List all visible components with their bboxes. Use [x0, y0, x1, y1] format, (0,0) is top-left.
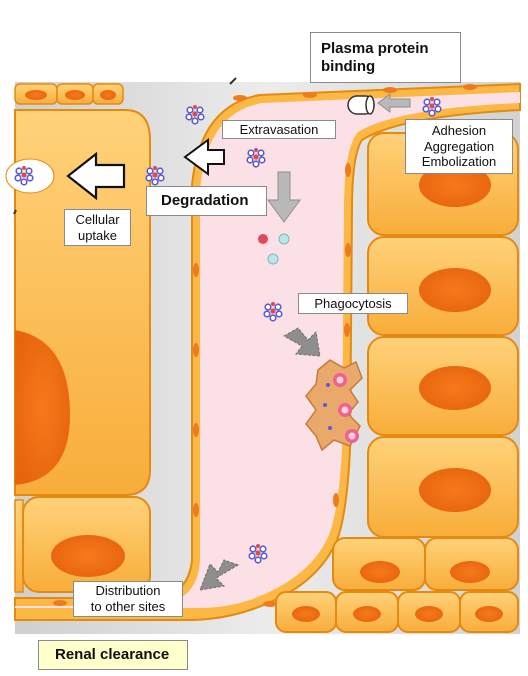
- arrow-phagocytosis: [282, 327, 321, 357]
- macrophage-cluster: [305, 359, 363, 452]
- label-plasma-protein-binding: Plasma protein binding: [310, 32, 461, 83]
- arrow-plasma-binding: [377, 93, 411, 113]
- arrow-degradation: [267, 171, 301, 223]
- label-adhesion-aggregation-embolization: Adhesion Aggregation Embolization: [405, 119, 513, 174]
- label-cellular-uptake: Cellular uptake: [64, 209, 131, 246]
- adhesion-capsule: [347, 95, 375, 115]
- tissue-cell-large: [5, 109, 151, 496]
- label-degradation: Degradation: [146, 186, 267, 216]
- lower-left-cells: [14, 496, 151, 593]
- arrow-cellular-uptake: [66, 151, 126, 201]
- arrow-extravasation: [183, 138, 225, 176]
- right-tissue-cells: [275, 132, 519, 633]
- label-distribution: Distribution to other sites: [73, 581, 183, 617]
- label-renal-clearance: Renal clearance: [38, 640, 188, 670]
- label-phagocytosis: Phagocytosis: [298, 293, 408, 314]
- label-extravasation: Extravasation: [222, 120, 336, 139]
- degradation-products: [258, 233, 290, 265]
- arrow-distribution: [199, 559, 240, 591]
- top-cells: [14, 83, 124, 105]
